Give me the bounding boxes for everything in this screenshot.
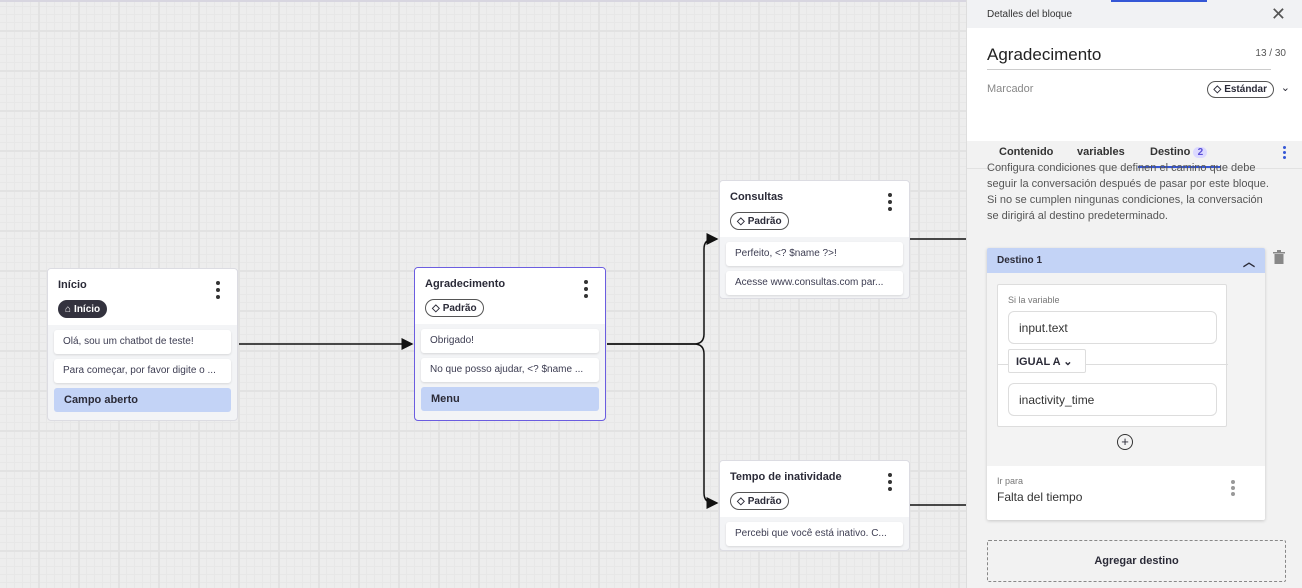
node-menu-button[interactable]	[583, 280, 589, 301]
value-input[interactable]: inactivity_time	[1008, 383, 1217, 416]
destination-card: Destino 1 ︿ Si la variable input.text IG…	[987, 248, 1265, 520]
goto-section[interactable]: Ir para Falta del tiempo	[987, 466, 1265, 520]
add-condition-icon[interactable]: +	[1117, 434, 1133, 450]
node-title: Consultas	[730, 191, 784, 203]
message-item[interactable]: Perfeito, <? $name ?>!	[726, 242, 903, 266]
message-item[interactable]: No que posso ajudar, <? $name ...	[421, 358, 599, 382]
node-menu-button[interactable]	[887, 473, 893, 494]
marker-tag: ◇Padrão	[730, 212, 789, 230]
destination-title: Destino 1	[997, 255, 1043, 266]
more-options-icon[interactable]	[1231, 480, 1235, 498]
flow-edges	[239, 233, 966, 509]
input-item[interactable]: Menu	[421, 387, 599, 411]
marker-label: Marcador	[987, 83, 1034, 95]
tab-contenido[interactable]: Contenido	[999, 146, 1054, 158]
condition-label: Si la variable	[1008, 295, 1060, 305]
active-tab-indicator	[1138, 166, 1221, 168]
char-count: 13 / 30	[1255, 48, 1286, 59]
input-item[interactable]: Campo aberto	[54, 388, 231, 412]
block-details-panel: Detalles del bloque ✕ Agradecimento 13 /…	[966, 0, 1302, 588]
top-indicator	[1111, 0, 1207, 2]
node-title: Início	[58, 279, 87, 291]
node-menu-button[interactable]	[215, 281, 221, 302]
close-icon[interactable]: ✕	[1270, 4, 1286, 24]
tag-icon: ◇	[737, 215, 745, 227]
tab-label: Destino	[1150, 146, 1191, 158]
operator-select[interactable]: IGUAL A ⌄	[1008, 349, 1086, 373]
edge-agradecimento-tempo	[607, 343, 719, 509]
variable-input[interactable]: input.text	[1008, 311, 1217, 344]
node-menu-button[interactable]	[887, 193, 893, 214]
divider	[998, 364, 1228, 365]
message-item[interactable]: Percebi que você está inativo. C...	[726, 522, 903, 546]
tag-label: Padrão	[747, 215, 782, 227]
chevron-up-icon[interactable]: ︿	[1242, 255, 1255, 269]
goto-value: Falta del tiempo	[997, 490, 1083, 504]
add-destination-button[interactable]: Agregar destino	[987, 540, 1286, 582]
destination-description: Configura condiciones que definen el cam…	[987, 162, 1269, 222]
marker-value: Estándar	[1224, 84, 1267, 95]
panel-header-title: Detalles del bloque	[987, 9, 1073, 20]
message-item[interactable]: Acesse www.consultas.com par...	[726, 271, 903, 295]
tag-icon: ◇	[1213, 84, 1222, 95]
condition-box: Si la variable input.text IGUAL A ⌄ inac…	[997, 284, 1228, 427]
start-tag: ⌂Início	[58, 300, 108, 318]
more-options-icon[interactable]	[1283, 146, 1287, 161]
tab-variables[interactable]: variables	[1077, 146, 1125, 158]
message-item[interactable]: Obrigado!	[421, 329, 599, 353]
tag-label: Padrão	[747, 495, 782, 507]
count-badge: 2	[1193, 147, 1208, 158]
marker-select[interactable]: ◇Estándar	[1206, 81, 1274, 98]
tag-label: Padrão	[442, 302, 477, 314]
chevron-down-icon: ⌄	[1063, 356, 1073, 368]
node-inicio[interactable]: Início ⌂Início Olá, sou um chatbot de te…	[47, 268, 238, 421]
node-agradecimento[interactable]: Agradecimento ◇Padrão Obrigado! No que p…	[414, 267, 606, 421]
operator-value: IGUAL A	[1016, 356, 1061, 368]
tag-icon: ◇	[737, 495, 745, 507]
tag-icon: ◇	[432, 302, 440, 314]
node-tempo-de-inatividade[interactable]: Tempo de inatividade ◇Padrão Percebi que…	[719, 460, 910, 551]
goto-label: Ir para	[997, 476, 1024, 486]
home-icon: ⌂	[65, 303, 72, 315]
chevron-down-icon[interactable]: ⌄	[1280, 82, 1290, 94]
message-item[interactable]: Para começar, por favor digite o ...	[54, 359, 231, 383]
edge-agradecimento-consultas	[607, 233, 719, 345]
node-consultas[interactable]: Consultas ◇Padrão Perfeito, <? $name ?>!…	[719, 180, 910, 299]
node-title: Tempo de inatividade	[730, 471, 842, 483]
marker-tag: ◇Padrão	[425, 299, 484, 317]
block-title-input[interactable]: Agradecimento	[987, 45, 1271, 70]
tag-label: Início	[74, 303, 101, 315]
node-title: Agradecimento	[425, 278, 506, 290]
message-item[interactable]: Olá, sou um chatbot de teste!	[54, 330, 231, 354]
marker-tag: ◇Padrão	[730, 492, 789, 510]
trash-icon[interactable]	[1273, 250, 1285, 269]
